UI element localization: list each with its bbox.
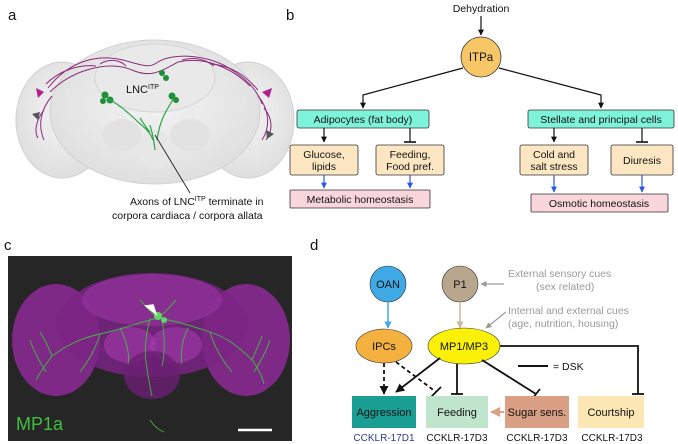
brain-render bbox=[15, 39, 295, 185]
branch-left bbox=[360, 67, 464, 109]
caption-pointer bbox=[154, 134, 191, 194]
glucose-label-2: lipids bbox=[312, 161, 336, 173]
adipocytes-box bbox=[296, 109, 430, 129]
stellate-label: Stellate and principal cells bbox=[540, 114, 661, 126]
panel-d-label: d bbox=[310, 237, 318, 254]
panel-b-label: b bbox=[286, 7, 294, 24]
ipcs-to-feeding-bar bbox=[430, 386, 442, 398]
p1-label: P1 bbox=[453, 279, 466, 291]
cue-external-2: (sex related) bbox=[536, 281, 594, 293]
legend-dsk-label: = DSK bbox=[553, 361, 584, 373]
lnc-itp-label: LNCITP bbox=[126, 84, 159, 96]
cue-internal-2: (age, nutrition, housing) bbox=[508, 318, 618, 330]
cue-external-1: External sensory cues bbox=[508, 268, 611, 280]
cold-salt-label-1: Cold and bbox=[533, 149, 575, 161]
aggression-box bbox=[352, 396, 416, 428]
neuron-terminal-gray-right bbox=[266, 130, 274, 139]
neuron-terminal-left bbox=[36, 88, 44, 98]
feeding-box-d bbox=[426, 396, 488, 428]
mp1a-label: MP1a bbox=[16, 414, 64, 434]
receptor-courtship: CCKLR-17D3 bbox=[581, 433, 643, 444]
feeding-label-d: Feeding bbox=[437, 407, 477, 419]
cell-pointer-arrow bbox=[144, 304, 158, 317]
panel-a-label: a bbox=[8, 7, 17, 24]
diuresis-label: Diuresis bbox=[623, 155, 661, 167]
osmotic-label: Osmotic homeostasis bbox=[549, 198, 649, 210]
panel-a: a bbox=[8, 7, 295, 222]
panel-c-label: c bbox=[4, 237, 12, 254]
lnc-itp-axons bbox=[106, 97, 175, 151]
panel-a-caption-2: corpora cardiaca / corpora allata bbox=[112, 210, 263, 222]
neuron-terminal-right bbox=[262, 88, 272, 98]
neuron-terminal-gray-left bbox=[32, 112, 40, 120]
courtship-label: Courtship bbox=[587, 407, 634, 419]
aggression-label: Aggression bbox=[356, 407, 411, 419]
panel-a-caption-1: Axons of LNCITP terminate in bbox=[130, 196, 264, 208]
adipocytes-label: Adipocytes (fat body) bbox=[314, 114, 413, 126]
itpa-node bbox=[460, 36, 502, 78]
oan-label: OAN bbox=[376, 279, 400, 291]
mp-to-aggression bbox=[395, 357, 441, 393]
feeding-label-2: Food pref. bbox=[386, 161, 434, 173]
courtship-box bbox=[578, 396, 644, 428]
mp-to-sugar bbox=[481, 359, 537, 395]
receptor-sugar: CCKLR-17D3 bbox=[506, 433, 568, 444]
receptor-aggression: CCKLR-17D1 bbox=[353, 433, 415, 444]
brain-fluorescence bbox=[12, 273, 290, 399]
sugar-label: Sugar sens. bbox=[508, 407, 567, 419]
itpa-label: ITPa bbox=[469, 52, 494, 64]
panel-c: c MP1a bbox=[4, 237, 292, 441]
cue-internal-arrow bbox=[485, 311, 507, 329]
osmotic-box bbox=[530, 193, 669, 213]
panel-b: b Dehydration ITPa Adipocytes (fat body)… bbox=[286, 3, 675, 213]
mp-to-courtship bbox=[500, 345, 639, 394]
mp1a-neurons bbox=[29, 299, 271, 433]
receptor-feeding: CCKLR-17D3 bbox=[426, 433, 488, 444]
dehydration-label: Dehydration bbox=[453, 3, 510, 15]
sugar-box bbox=[505, 396, 569, 428]
branch-right bbox=[498, 67, 604, 109]
cue-internal-1: Internal and external cues bbox=[508, 305, 629, 317]
panel-d: d OAN P1 External sensory cues (sex rela… bbox=[310, 237, 644, 444]
mp1-mp3-label: MP1/MP3 bbox=[440, 341, 488, 353]
cold-salt-label-2: salt stress bbox=[530, 161, 577, 173]
metabolic-box bbox=[289, 189, 431, 209]
metabolic-label: Metabolic homeostasis bbox=[307, 194, 414, 206]
glucose-label-1: Glucose, bbox=[303, 149, 344, 161]
feeding-label-1: Feeding, bbox=[390, 149, 431, 161]
stellate-box bbox=[527, 109, 675, 129]
ipcs-label: IPCs bbox=[372, 341, 396, 353]
